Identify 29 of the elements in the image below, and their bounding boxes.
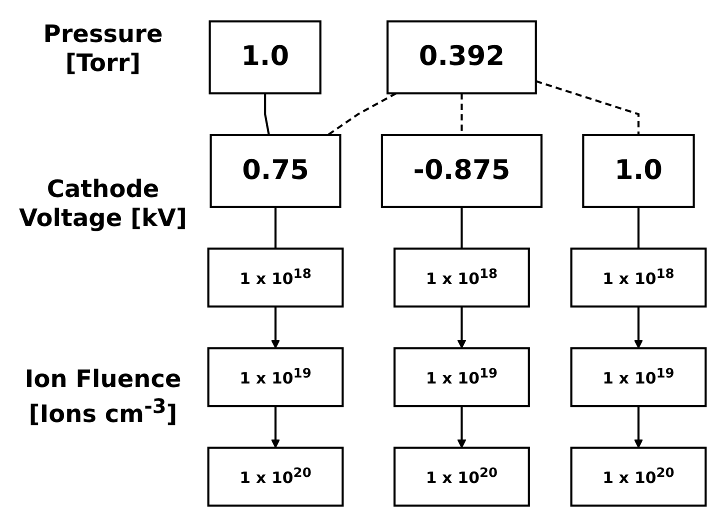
connector <box>460 206 463 249</box>
connector <box>637 206 640 249</box>
node-box: 1 x 10$^{20}$ <box>394 446 530 507</box>
node-box: 1 x 10$^{18}$ <box>207 248 344 308</box>
arrow <box>457 306 466 349</box>
connector <box>327 92 397 136</box>
connector <box>264 93 270 136</box>
node-box: 1 x 10$^{18}$ <box>570 248 707 308</box>
row-heading: Pressure [Torr] <box>42 20 164 78</box>
arrow <box>270 406 280 448</box>
node-box: -0.875 <box>380 134 543 208</box>
node-box: 1 x 10$^{19}$ <box>570 347 707 408</box>
node-box: 0.75 <box>210 134 342 208</box>
node-box: 1 x 10$^{20}$ <box>207 446 344 507</box>
node-box: 1 x 10$^{19}$ <box>394 347 530 408</box>
arrow <box>634 306 644 349</box>
row-heading: Cathode Voltage [kV] <box>18 175 188 233</box>
connector <box>536 80 640 135</box>
row-heading: Ion Fluence [Ions cm$^{-3}$] <box>24 365 182 429</box>
node-box: 0.392 <box>386 20 537 94</box>
node-box: 1 x 10$^{20}$ <box>570 446 707 507</box>
node-box: 1.0 <box>208 20 322 94</box>
arrow <box>457 406 466 448</box>
arrow <box>634 406 644 448</box>
node-box: 1.0 <box>582 134 695 208</box>
node-box: 1 x 10$^{19}$ <box>207 347 344 408</box>
arrow <box>270 306 280 349</box>
node-box: 1 x 10$^{18}$ <box>394 248 530 308</box>
connector <box>274 206 277 249</box>
